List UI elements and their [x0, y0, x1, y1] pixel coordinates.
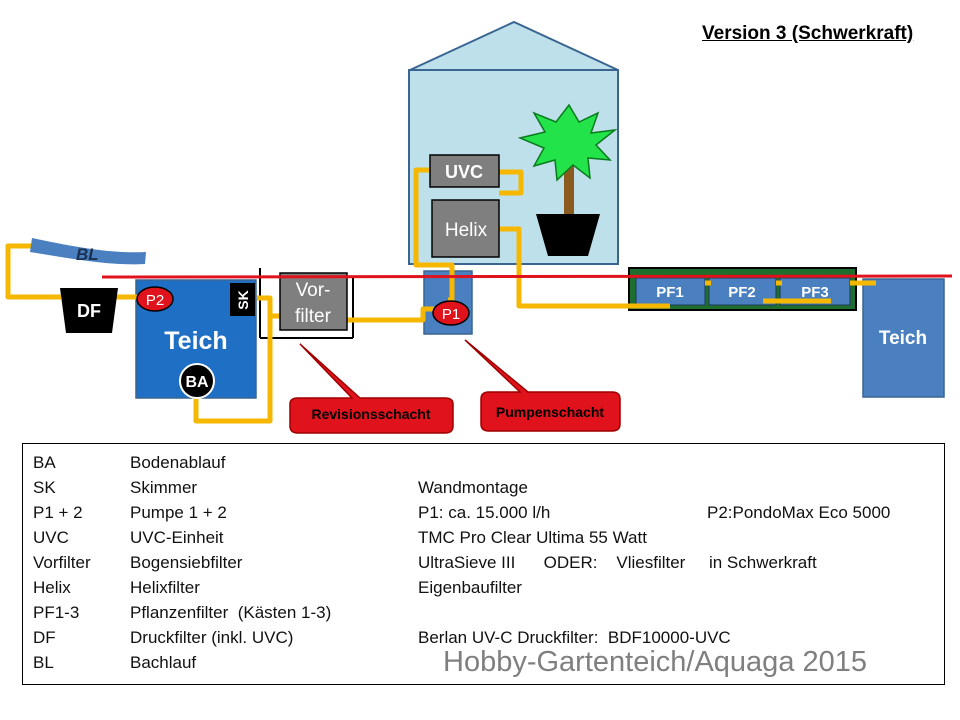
pumpenschacht-callout: Pumpenschacht	[464, 339, 621, 432]
p2-label: P2	[146, 292, 164, 309]
legend-row: P1 + 2 Pumpe 1 + 2 P1: ca. 15.000 l/h P2…	[23, 503, 944, 528]
ba-label: BA	[185, 374, 209, 391]
bl-label: BL	[76, 245, 99, 264]
p1-label: P1	[442, 306, 460, 323]
legend-abbr: Vorfilter	[33, 553, 91, 572]
teich-right-label: Teich	[879, 328, 927, 349]
plant-filter-boxes	[635, 277, 851, 306]
p1-pump	[432, 300, 470, 326]
legend-abbr: Helix	[33, 578, 71, 597]
legend-name: UVC-Einheit	[130, 528, 224, 547]
legend-name: Druckfilter (inkl. UVC)	[130, 628, 294, 647]
footer-credit: Hobby-Gartenteich/Aquaga 2015	[443, 646, 868, 678]
legend-row: PF1-3 Pflanzenfilter (Kästen 1-3)	[23, 603, 944, 628]
legend-detail: UltraSieve III ODER: Vliesfilter in Schw…	[418, 553, 817, 572]
pipes	[5, 167, 876, 424]
legend-detail: P1: ca. 15.000 l/h	[418, 503, 551, 522]
revision-shaft	[259, 268, 354, 339]
legend-row: UVC UVC-Einheit TMC Pro Clear Ultima 55 …	[23, 528, 944, 553]
uvc-unit	[429, 154, 500, 188]
legend-detail: Wandmontage	[418, 478, 528, 497]
legend-name: Bodenablauf	[130, 453, 226, 472]
uvc-label: UVC	[445, 162, 483, 182]
helix-filter	[431, 199, 500, 258]
ba-bottom-drain	[179, 363, 215, 399]
vorfilter-label-line2: filter	[295, 306, 332, 327]
right-pond	[862, 278, 945, 398]
legend-row: SK Skimmer Wandmontage	[23, 478, 944, 503]
diagram-title: Version 3 (Schwerkraft)	[702, 23, 914, 44]
pf1-box	[635, 277, 706, 306]
legend-name: Bogensiebfilter	[130, 553, 243, 572]
stream-icon	[30, 238, 146, 265]
legend-row: Helix Helixfilter Eigenbaufilter	[23, 578, 944, 603]
legend-abbr: BL	[33, 653, 54, 672]
legend-detail: Eigenbaufilter	[418, 578, 522, 597]
legend-name: Bachlauf	[130, 653, 197, 672]
legend-detail: Berlan UV-C Druckfilter: BDF10000-UVC	[418, 628, 731, 647]
legend-name: Pflanzenfilter (Kästen 1-3)	[130, 603, 332, 622]
legend-detail: TMC Pro Clear Ultima 55 Watt	[418, 528, 647, 547]
legend-abbr: PF1-3	[33, 603, 80, 622]
pf3-label: PF3	[801, 284, 829, 301]
legend-name: Helixfilter	[130, 578, 200, 597]
legend-row: Vorfilter Bogensiebfilter UltraSieve III…	[23, 553, 944, 578]
legend-abbr: SK	[33, 478, 56, 497]
pumpenschacht-label: Pumpenschacht	[496, 404, 604, 420]
sk-label: SK	[235, 290, 251, 309]
legend-abbr: UVC	[33, 528, 69, 547]
df-label: DF	[77, 301, 101, 321]
revisionsschacht-callout: Revisionsschacht	[289, 343, 454, 434]
legend-box: BA Bodenablauf SK Skimmer Wandmontage P1…	[22, 443, 945, 685]
legend-row: DF Druckfilter (inkl. UVC) Berlan UV-C D…	[23, 628, 944, 653]
pf1-label: PF1	[656, 284, 684, 301]
revisionsschacht-label: Revisionsschacht	[311, 406, 430, 422]
vorfilter-box	[279, 272, 348, 331]
water-level-line	[101, 274, 953, 279]
helix-label: Helix	[445, 220, 488, 241]
legend-abbr: DF	[33, 628, 56, 647]
legend-extra: P2:PondoMax Eco 5000	[707, 503, 891, 522]
sk-skimmer	[230, 283, 255, 316]
p2-pump	[136, 286, 174, 312]
legend-row: BL Bachlauf	[23, 653, 944, 678]
legend-abbr: P1 + 2	[33, 503, 83, 522]
legend-name: Pumpe 1 + 2	[130, 503, 227, 522]
pf2-label: PF2	[728, 284, 756, 301]
legend-row: BA Bodenablauf	[23, 453, 944, 478]
potted-plant-icon	[517, 103, 618, 256]
teich-main-label: Teich	[164, 327, 227, 355]
df-pressure-filter	[60, 288, 118, 333]
vorfilter-label-line1: Vor-	[296, 280, 331, 301]
legend-name: Skimmer	[130, 478, 198, 497]
legend-abbr: BA	[33, 453, 56, 472]
